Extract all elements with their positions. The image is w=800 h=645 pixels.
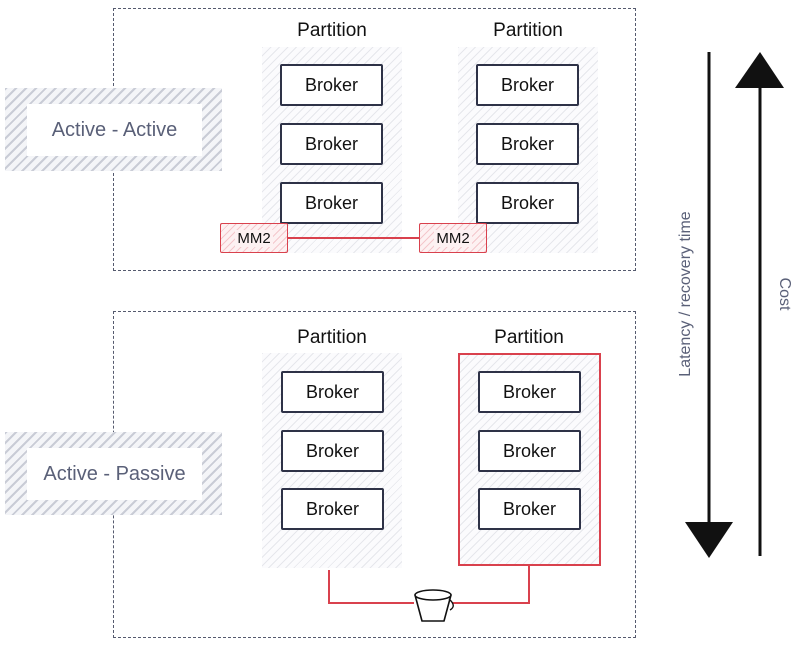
broker-box: Broker (280, 123, 383, 165)
broker-box: Broker (280, 64, 383, 106)
partition-title: Partition (494, 327, 564, 348)
cost-axis-label: Cost (776, 277, 793, 311)
broker-box: Broker (281, 430, 384, 472)
broker-box: Broker (280, 182, 383, 224)
mm2-box: MM2 (419, 223, 487, 253)
mm2-box: MM2 (220, 223, 288, 253)
partition-title: Partition (297, 20, 367, 41)
broker-box: Broker (478, 430, 581, 472)
arrow-up-icon (735, 52, 784, 556)
broker-box: Broker (281, 488, 384, 530)
bucket-icon (414, 589, 454, 622)
active-passive-label: Active - Passive (27, 448, 202, 500)
broker-box: Broker (478, 488, 581, 530)
broker-box: Broker (476, 182, 579, 224)
active-active-label-bg (5, 88, 222, 171)
arrow-down-icon (685, 52, 733, 558)
broker-box: Broker (478, 371, 581, 413)
mm2-label: MM2 (434, 229, 472, 247)
active-active-label: Active - Active (27, 104, 202, 156)
mm2-label: MM2 (235, 229, 273, 247)
broker-box: Broker (281, 371, 384, 413)
partition-title: Partition (493, 20, 563, 41)
broker-box: Broker (476, 64, 579, 106)
partition-title: Partition (297, 327, 367, 348)
latency-axis-label: Latency / recovery time (677, 211, 694, 377)
broker-box: Broker (476, 123, 579, 165)
